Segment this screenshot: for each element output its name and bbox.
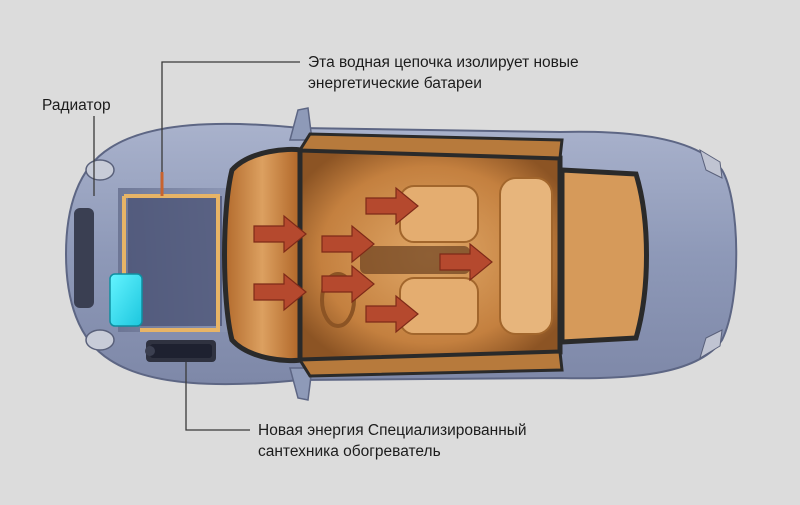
seat-front-bottom [399, 277, 479, 335]
arrow-4 [321, 264, 375, 304]
leader-lines [93, 61, 300, 431]
arrow-6 [365, 294, 419, 334]
leader-water-chain [161, 61, 300, 172]
heater-label-line1: Новая энергия Специализированный [258, 422, 527, 439]
radiator-block [109, 273, 143, 327]
leader-heater [185, 362, 250, 431]
water-chain-label-line1: Эта водная цепочка изолирует новые [308, 54, 579, 71]
front-grille [74, 208, 94, 308]
arrow-7 [439, 242, 493, 282]
arrow-1 [253, 214, 307, 254]
side-window-bottom [297, 350, 564, 378]
rear-bench [499, 177, 553, 335]
arrow-5 [365, 186, 419, 226]
headlight-bottom [85, 329, 115, 351]
radiator-label: Радиатор [42, 97, 111, 114]
headlight-top [85, 159, 115, 181]
side-window-top [297, 132, 564, 160]
water-chain-label: Эта водная цепочка изолирует новые энерг… [308, 52, 579, 94]
water-chain-label-line2: энергетические батареи [308, 75, 482, 92]
heater-label-line2: сантехника обогреватель [258, 443, 441, 460]
rear-window [559, 167, 649, 345]
windshield [222, 146, 303, 364]
taillight-bottom [699, 329, 723, 360]
arrow-3 [321, 224, 375, 264]
water-loop [124, 194, 220, 332]
heater-unit [145, 340, 216, 362]
arrow-2 [253, 272, 307, 312]
battery-pack [128, 196, 222, 326]
heater-label: Новая энергия Специализированный сантехн… [258, 420, 527, 462]
heat-arrows [253, 186, 493, 334]
taillight-top [699, 148, 723, 179]
seat-front-top [399, 185, 479, 243]
